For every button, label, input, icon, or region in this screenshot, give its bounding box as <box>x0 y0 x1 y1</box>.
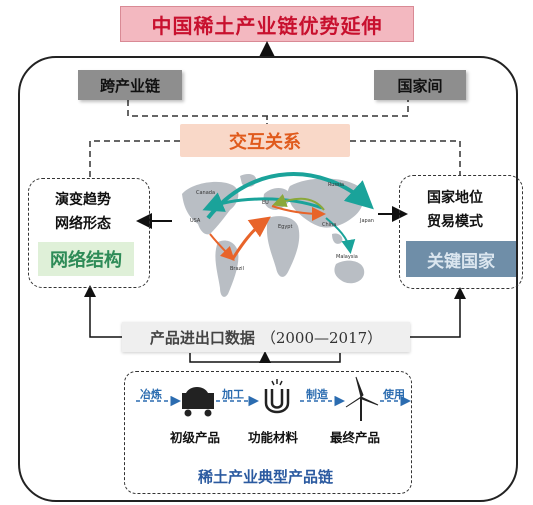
map-label-japan: Japan <box>359 218 374 224</box>
flow-china-usa <box>202 192 323 212</box>
map-label-russia: Russia <box>328 182 344 188</box>
map-label-usa: USA <box>190 218 201 224</box>
right-panel-line2: 贸易模式 <box>427 214 483 230</box>
flow-usa-brazil <box>209 233 235 261</box>
data-to-left-arrow <box>84 285 122 338</box>
flow-brazil-eu <box>230 216 271 261</box>
interaction-right-dashed <box>350 140 461 175</box>
left-panel <box>28 178 150 288</box>
product-final: 最终产品 <box>330 430 381 445</box>
map-label-eu: EU <box>262 200 269 206</box>
trade-data-box: 产品进出口数据 （2000—2017） <box>122 322 410 352</box>
network-structure-label: 网络结构 <box>38 242 134 276</box>
between-countries-box: 国家间 <box>374 70 466 100</box>
diagram-title: 中国稀土产业链优势延伸 <box>120 6 414 42</box>
right-panel-line1: 国家地位 <box>427 190 483 206</box>
map-label-malaysia: Malaysia <box>336 254 358 260</box>
world-trade-map: Canada USA Brazil EU Egypt Russia China … <box>182 172 374 297</box>
cross-industry-box: 跨产业链 <box>78 70 182 100</box>
step-processing: 加工 <box>222 388 244 401</box>
step-smelting: 冶炼 <box>140 388 162 401</box>
top-dashed-connector <box>127 100 409 117</box>
key-country-label: 关键国家 <box>406 241 516 277</box>
magnet-icon <box>264 379 290 414</box>
flow-eu-china <box>271 205 326 221</box>
data-to-right-arrow <box>410 287 466 338</box>
flow-china-malaysia <box>325 217 356 254</box>
product-primary: 初级产品 <box>170 430 221 445</box>
map-label-canada: Canada <box>196 190 215 196</box>
left-panel-line2: 网络形态 <box>55 216 111 232</box>
trade-data-label: 产品进出口数据 <box>149 328 255 347</box>
product-chain-panel <box>124 371 412 494</box>
left-panel-line1: 演变趋势 <box>55 192 111 208</box>
interaction-left-dashed <box>89 140 180 178</box>
product-functional-material: 功能材料 <box>248 430 299 445</box>
map-label-china: China <box>322 222 336 228</box>
interaction-box: 交互关系 <box>180 124 350 157</box>
map-label-brazil: Brazil <box>230 266 244 272</box>
flow-china-eu <box>272 193 325 211</box>
mine-cart-icon <box>182 387 214 417</box>
step-use: 使用 <box>383 388 405 401</box>
product-chain-title: 稀土产业典型产品链 <box>198 468 334 486</box>
trade-data-years: （2000—2017） <box>260 328 383 347</box>
product-chain-flow <box>136 376 411 421</box>
right-panel <box>399 175 523 289</box>
step-manufacturing: 制造 <box>306 388 328 401</box>
wind-turbine-icon <box>345 376 379 421</box>
map-label-egypt: Egypt <box>278 224 292 230</box>
